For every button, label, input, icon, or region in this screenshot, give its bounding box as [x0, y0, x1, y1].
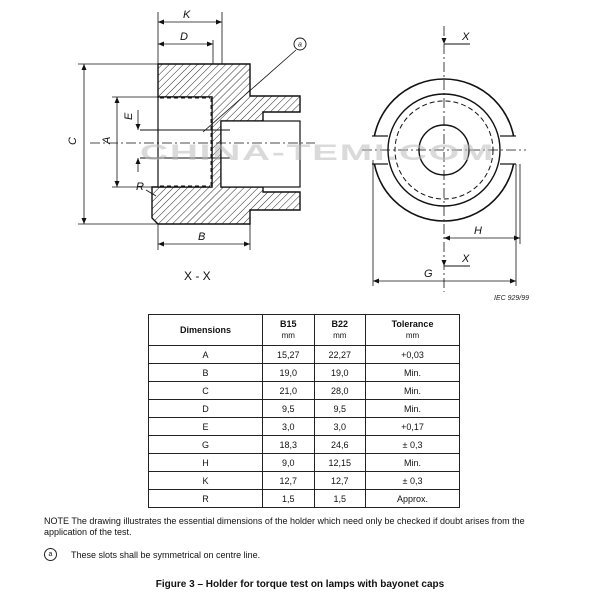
header-unit: mm — [405, 331, 420, 340]
dim-label-K: K — [183, 9, 191, 21]
cell-dimension: G — [148, 435, 263, 454]
cell-b15: 21,0 — [261, 381, 315, 400]
dim-label-B: B — [198, 231, 205, 243]
cell-b15: 18,3 — [261, 435, 315, 454]
cell-tolerance: Min. — [365, 363, 460, 382]
note-text: NOTE The drawing illustrates the essenti… — [44, 516, 525, 537]
cell-b22: 22,27 — [313, 345, 367, 364]
figure-caption: Figure 3 – Holder for torque test on lam… — [155, 579, 445, 590]
header-label: Dimensions — [179, 325, 231, 335]
header-unit: mm — [281, 331, 295, 340]
cell-b15: 19,0 — [261, 363, 315, 382]
header-dimensions: Dimensions — [148, 314, 263, 346]
cell-b15: 9,0 — [261, 453, 315, 472]
cell-dimension: C — [148, 381, 263, 400]
header-unit: mm — [333, 331, 347, 340]
cell-b22: 12,7 — [313, 471, 367, 490]
section-marker-bottom: X — [461, 253, 470, 265]
dim-label-E: E — [123, 112, 135, 120]
cell-b15: 12,7 — [261, 471, 315, 490]
cell-tolerance: ± 0,3 — [365, 471, 460, 490]
dim-label-C: C — [67, 137, 79, 145]
cell-b15: 15,27 — [261, 345, 315, 364]
cell-b22: 28,0 — [313, 381, 367, 400]
table-row: D 9,5 9,5 Min. — [148, 399, 460, 418]
table-row: C 21,0 28,0 Min. — [148, 381, 460, 400]
technical-drawing: K D C A E R — [67, 9, 529, 302]
cell-tolerance: Approx. — [365, 489, 460, 508]
header-tolerance: Tolerance mm — [365, 314, 460, 346]
table-row: R 1,5 1,5 Approx. — [148, 489, 460, 508]
dim-label-D: D — [180, 31, 188, 43]
cell-b22: 19,0 — [313, 363, 367, 382]
section-view: K D C A E R — [67, 9, 315, 283]
dim-label-A: A — [101, 137, 113, 145]
footnote: a These slots shall be symmetrical on ce… — [44, 548, 260, 561]
table-header-row: Dimensions B15 mm B22 mm Tolerance mm — [148, 314, 460, 346]
cell-tolerance: +0,03 — [365, 345, 460, 364]
watermark: CHINA-TEMI.COM — [140, 140, 495, 165]
cell-dimension: E — [148, 417, 263, 436]
footnote-marker: a — [44, 548, 57, 561]
cell-b22: 24,6 — [313, 435, 367, 454]
cell-dimension: H — [148, 453, 263, 472]
cell-b15: 3,0 — [261, 417, 315, 436]
callout-marker: a — [298, 42, 302, 49]
cell-dimension: K — [148, 471, 263, 490]
cell-b22: 3,0 — [313, 417, 367, 436]
dim-label-G: G — [424, 268, 433, 280]
cell-b15: 9,5 — [261, 399, 315, 418]
section-marker-top: X — [461, 31, 470, 43]
table-row: K 12,7 12,7 ± 0,3 — [148, 471, 460, 490]
end-view: X X H G IEC 929/99 — [362, 26, 529, 302]
iec-reference: IEC 929/99 — [494, 295, 529, 302]
cell-tolerance: Min. — [365, 453, 460, 472]
header-label: Tolerance — [391, 319, 434, 329]
cell-tolerance: Min. — [365, 381, 460, 400]
header-b22: B22 mm — [313, 314, 367, 346]
table-row: G 18,3 24,6 ± 0,3 — [148, 435, 460, 454]
header-label: B22 — [331, 319, 349, 329]
dim-label-H: H — [474, 225, 482, 237]
header-label: B15 — [279, 319, 297, 329]
dim-label-R: R — [136, 181, 144, 193]
cell-b22: 1,5 — [313, 489, 367, 508]
header-b15: B15 mm — [261, 314, 315, 346]
cell-b15: 1,5 — [261, 489, 315, 508]
footnote-text: These slots shall be symmetrical on cent… — [71, 549, 261, 560]
table-row: H 9,0 12,15 Min. — [148, 453, 460, 472]
cell-tolerance: +0,17 — [365, 417, 460, 436]
table-row: A 15,27 22,27 +0,03 — [148, 345, 460, 364]
cell-dimension: A — [148, 345, 263, 364]
cell-dimension: R — [148, 489, 263, 508]
section-label: X - X — [184, 269, 211, 283]
cell-tolerance: ± 0,3 — [365, 435, 460, 454]
dimensions-table: Dimensions B15 mm B22 mm Tolerance mm A — [148, 314, 460, 508]
cell-dimension: B — [148, 363, 263, 382]
cell-b22: 12,15 — [313, 453, 367, 472]
table-row: B 19,0 19,0 Min. — [148, 363, 460, 382]
cell-b22: 9,5 — [313, 399, 367, 418]
table-row: E 3,0 3,0 +0,17 — [148, 417, 460, 436]
cell-tolerance: Min. — [365, 399, 460, 418]
cell-dimension: D — [148, 399, 263, 418]
